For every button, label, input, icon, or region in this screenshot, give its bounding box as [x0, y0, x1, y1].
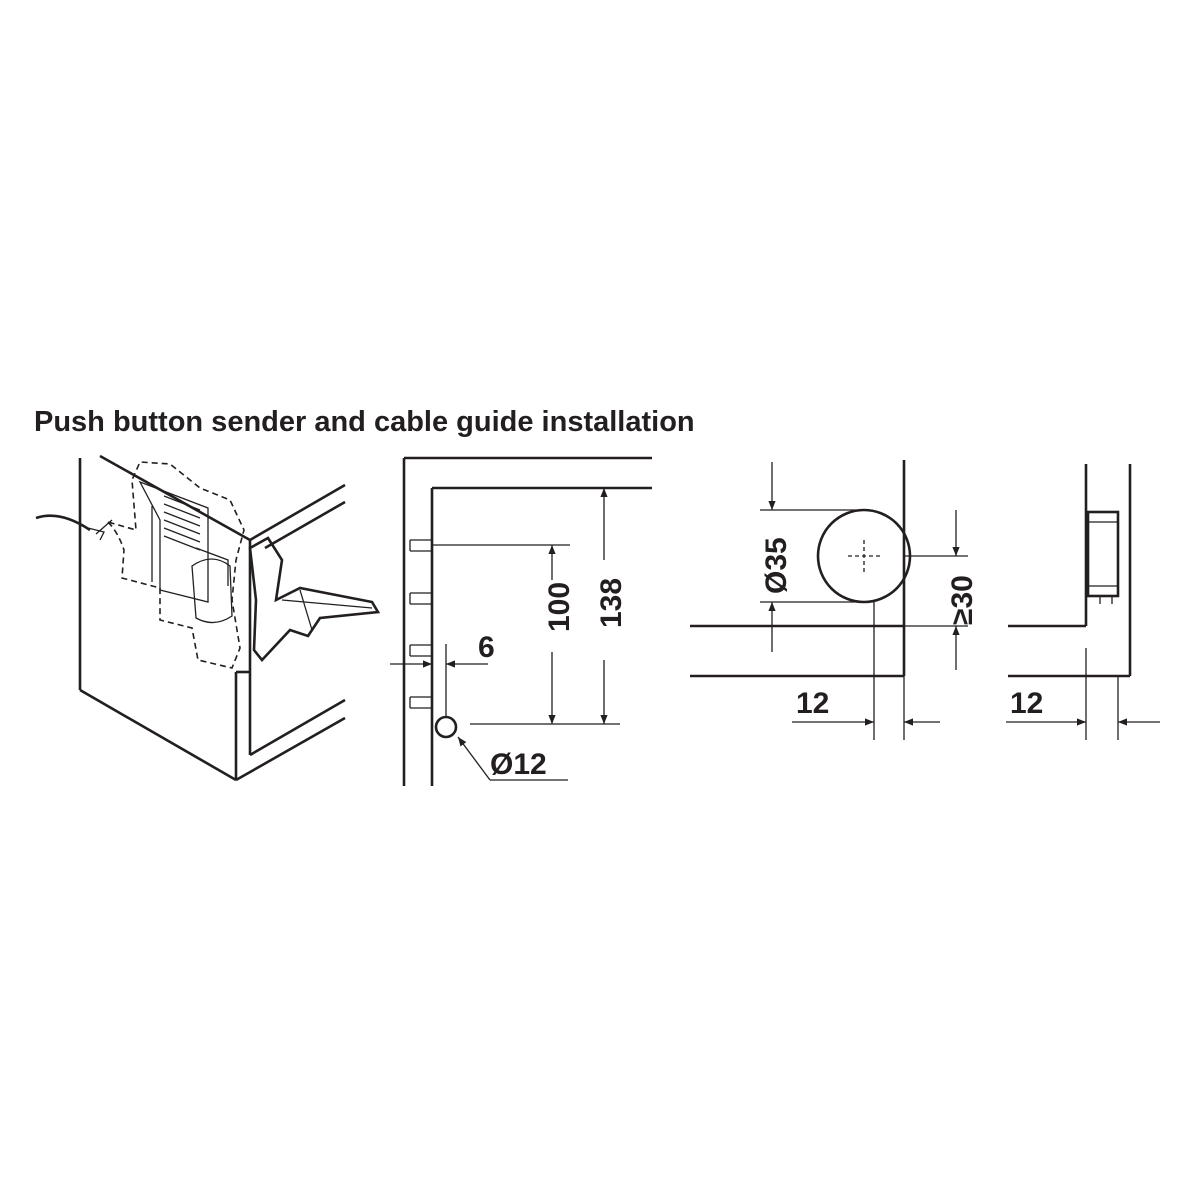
dimension-6: 6: [478, 631, 495, 664]
cable-hole: [434, 715, 458, 739]
isometric-cabinet-view: [35, 454, 381, 782]
hole-layout-view: 100 138 6 Ø12: [390, 456, 652, 786]
dimension-12-side: 12: [796, 687, 829, 720]
dimension-138: 138: [595, 578, 628, 628]
dimension-diameter-35: Ø35: [760, 537, 793, 594]
side-detail-view: 12: [1006, 464, 1160, 740]
dimension-min-30: ≥30: [946, 575, 979, 625]
bore-detail-view: Ø35 ≥30 12: [690, 460, 979, 740]
dimension-100: 100: [543, 582, 576, 632]
diagram-title: Push button sender and cable guide insta…: [34, 406, 695, 438]
dimension-12-end: 12: [1010, 687, 1043, 720]
dimension-diameter-12: Ø12: [490, 748, 547, 781]
